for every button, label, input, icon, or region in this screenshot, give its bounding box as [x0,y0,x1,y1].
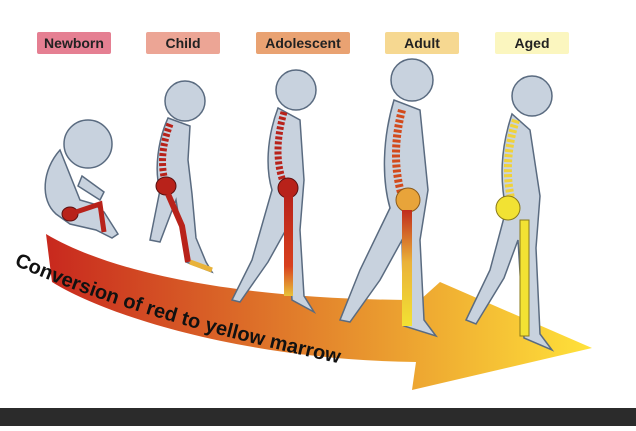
adolescent-figure [230,69,317,315]
stage-label-newborn: Newborn [37,32,111,54]
stage-label-aged: Aged [495,32,569,54]
adult-figure [338,58,438,338]
child-figure [149,80,214,274]
aged-figure [464,75,555,352]
stage-label-adolescent: Adolescent [256,32,350,54]
stage-label-adult: Adult [385,32,459,54]
stage-label-child: Child [146,32,220,54]
newborn-figure [44,119,120,239]
bottom-bar [0,408,636,426]
conversion-arrow [46,234,592,390]
